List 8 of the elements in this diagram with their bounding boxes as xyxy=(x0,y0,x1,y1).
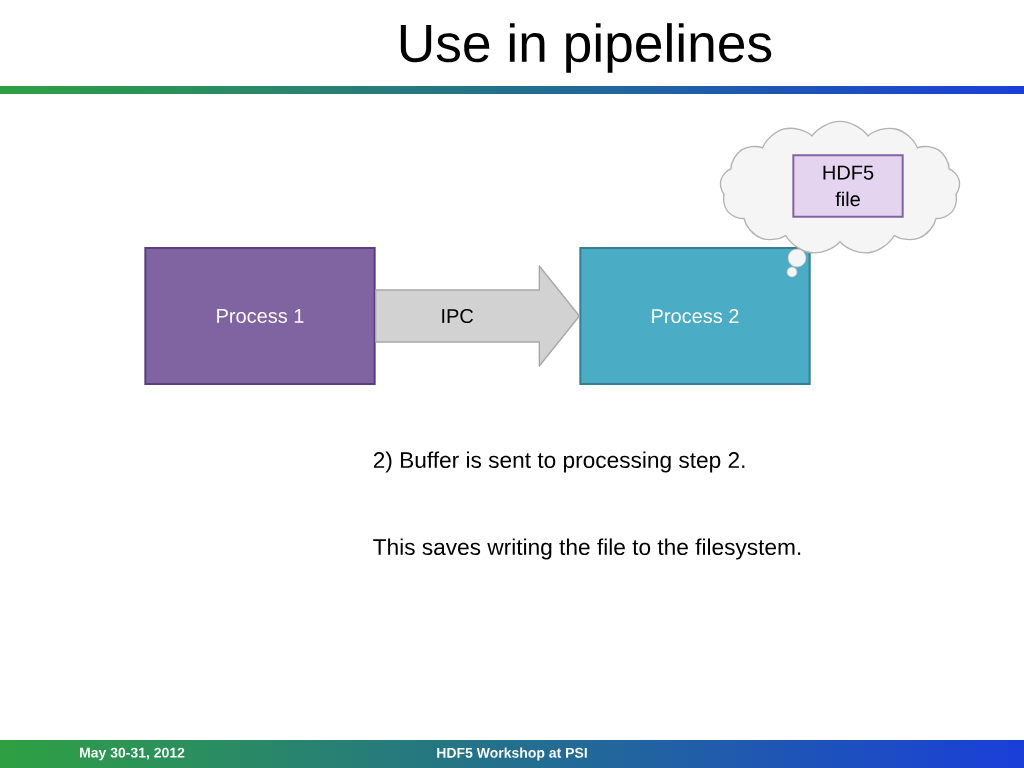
footer-date: May 30-31, 2012 xyxy=(80,747,185,761)
title: Use in pipelines xyxy=(400,23,772,73)
instruction-text: This saves writing the file to the filesystem. xyxy=(373,538,801,560)
block-arrow xyxy=(375,265,580,367)
process-box: Process 2 xyxy=(579,247,811,385)
footer-text: HDF5 Workshop at PSI xyxy=(437,747,587,761)
instruction-text: 2) Buffer is sent to processing step 2. xyxy=(373,451,745,473)
process-box: Process 1 xyxy=(144,247,376,385)
